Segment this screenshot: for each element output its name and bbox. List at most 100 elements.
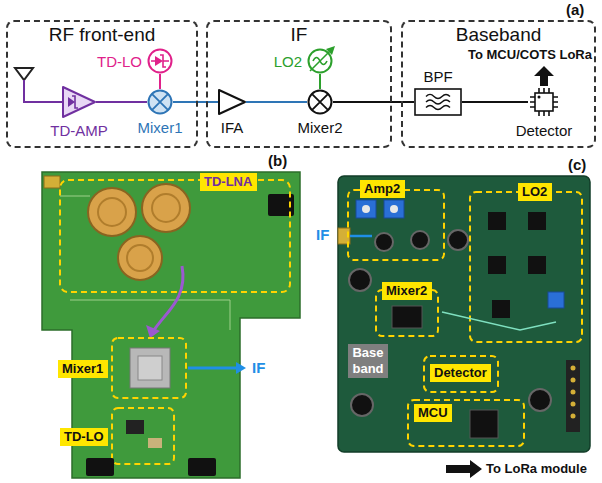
signal-label: IF [252,359,265,376]
chip-body [535,93,553,111]
inductor [351,394,373,416]
mixer-cross [312,94,328,110]
dc-jack [188,458,216,476]
block-label: TD-LO [97,53,142,70]
tag-text: Mixer2 [386,283,427,298]
tag-text: Amp2 [364,181,400,196]
region-outline [348,190,444,260]
tag-text: MCU [418,405,448,420]
symbol-graphic [62,86,96,118]
block-label: Mixer1 [137,119,182,136]
stage-heading: IF [208,22,390,46]
tuning-arrow [310,49,332,71]
oscillator-symbol: TD-LO [147,48,173,74]
callout-tag: Base band [348,344,388,378]
smd-part [148,438,162,448]
trimmer-pot [548,292,564,308]
ic-chip [528,256,546,274]
output-arrow [446,460,482,478]
ic-chip [488,256,506,274]
stage-group: BasebandBPF Detector [401,20,596,148]
stage-group: IF LO2IFA Mixer2 [206,20,392,148]
mixer-chip [392,306,422,328]
tag-text: Base band [352,345,383,376]
capacitor [88,188,136,236]
capacitor-ring [98,198,126,226]
mcu-chip [470,410,498,438]
oscillator-circle [149,50,172,73]
block-label: LO2 [274,53,302,70]
signal-arrow [188,367,236,370]
region-outline [424,356,498,392]
ic-chip [528,212,546,230]
diode-bar [72,96,78,108]
pcb-trace [442,312,556,330]
antenna-symbol [15,68,33,80]
callout-tag: LO2 [518,183,552,201]
diode-triangle [68,97,75,107]
mixer-cross [152,94,168,110]
pin-header [566,360,580,432]
capacitor [142,184,190,232]
tag-text: LO2 [522,184,547,199]
header-pin [571,414,576,419]
capacitor-ring [152,194,180,222]
tag-text: Mixer1 [62,361,103,376]
arrow-head [146,325,160,338]
inductor [529,389,551,411]
ic-chip [488,212,506,230]
region-outline [112,408,174,464]
mixer-chip-lid [138,356,162,380]
block-label: Mixer2 [297,119,342,136]
arrow-head [326,46,335,55]
tag-text: TD-LO [64,429,104,444]
signal-connector [462,101,528,103]
stage-heading: Baseband [403,22,594,46]
block-label: IFA [221,119,244,136]
pcb-board [338,176,590,452]
panel-label: (a) [566,1,584,18]
stage-heading: RF front-end [8,22,196,46]
header-pin [571,366,576,371]
pot-screw [390,205,398,213]
callout-tag: TD-LO [60,428,108,446]
mixer-circle [149,91,172,114]
inductor [411,231,429,249]
inductor [375,233,393,251]
filter-wave [426,100,450,104]
sma-connector [44,176,60,188]
output-arrow [534,66,554,86]
callout-tag: MCU [414,404,452,422]
antenna-wire [24,80,62,102]
panel-label: (c) [568,156,586,173]
stage-group: RF front-endTD-LOTD-AMPMixer1 [6,20,198,148]
callout-tag: Mixer2 [382,282,432,300]
inductor [448,230,468,250]
amplifier-symbol: IFA [218,89,246,115]
pot-screw [362,205,370,213]
detector-chip: Detector [528,86,560,118]
header-pin [571,378,576,383]
header-pin [571,402,576,407]
diode-package [126,420,144,434]
region-outline [470,192,582,342]
signal-label: IF [316,226,329,243]
signal-line [350,235,372,238]
capacitor-ring [127,245,153,271]
pcb-board [42,172,300,478]
trimmer-pot [356,200,376,218]
filter-wave [426,106,450,110]
signal-connector [319,74,321,89]
filter-symbol: BPF [414,88,462,116]
symbol-graphic [528,86,560,118]
callout-tag: Detector [430,364,491,382]
symbol-graphic [147,89,173,115]
mixer-symbol: Mixer2 [307,89,333,115]
header-pin [571,390,576,395]
arrow-head [236,362,246,374]
block-label: Detector [516,122,573,139]
